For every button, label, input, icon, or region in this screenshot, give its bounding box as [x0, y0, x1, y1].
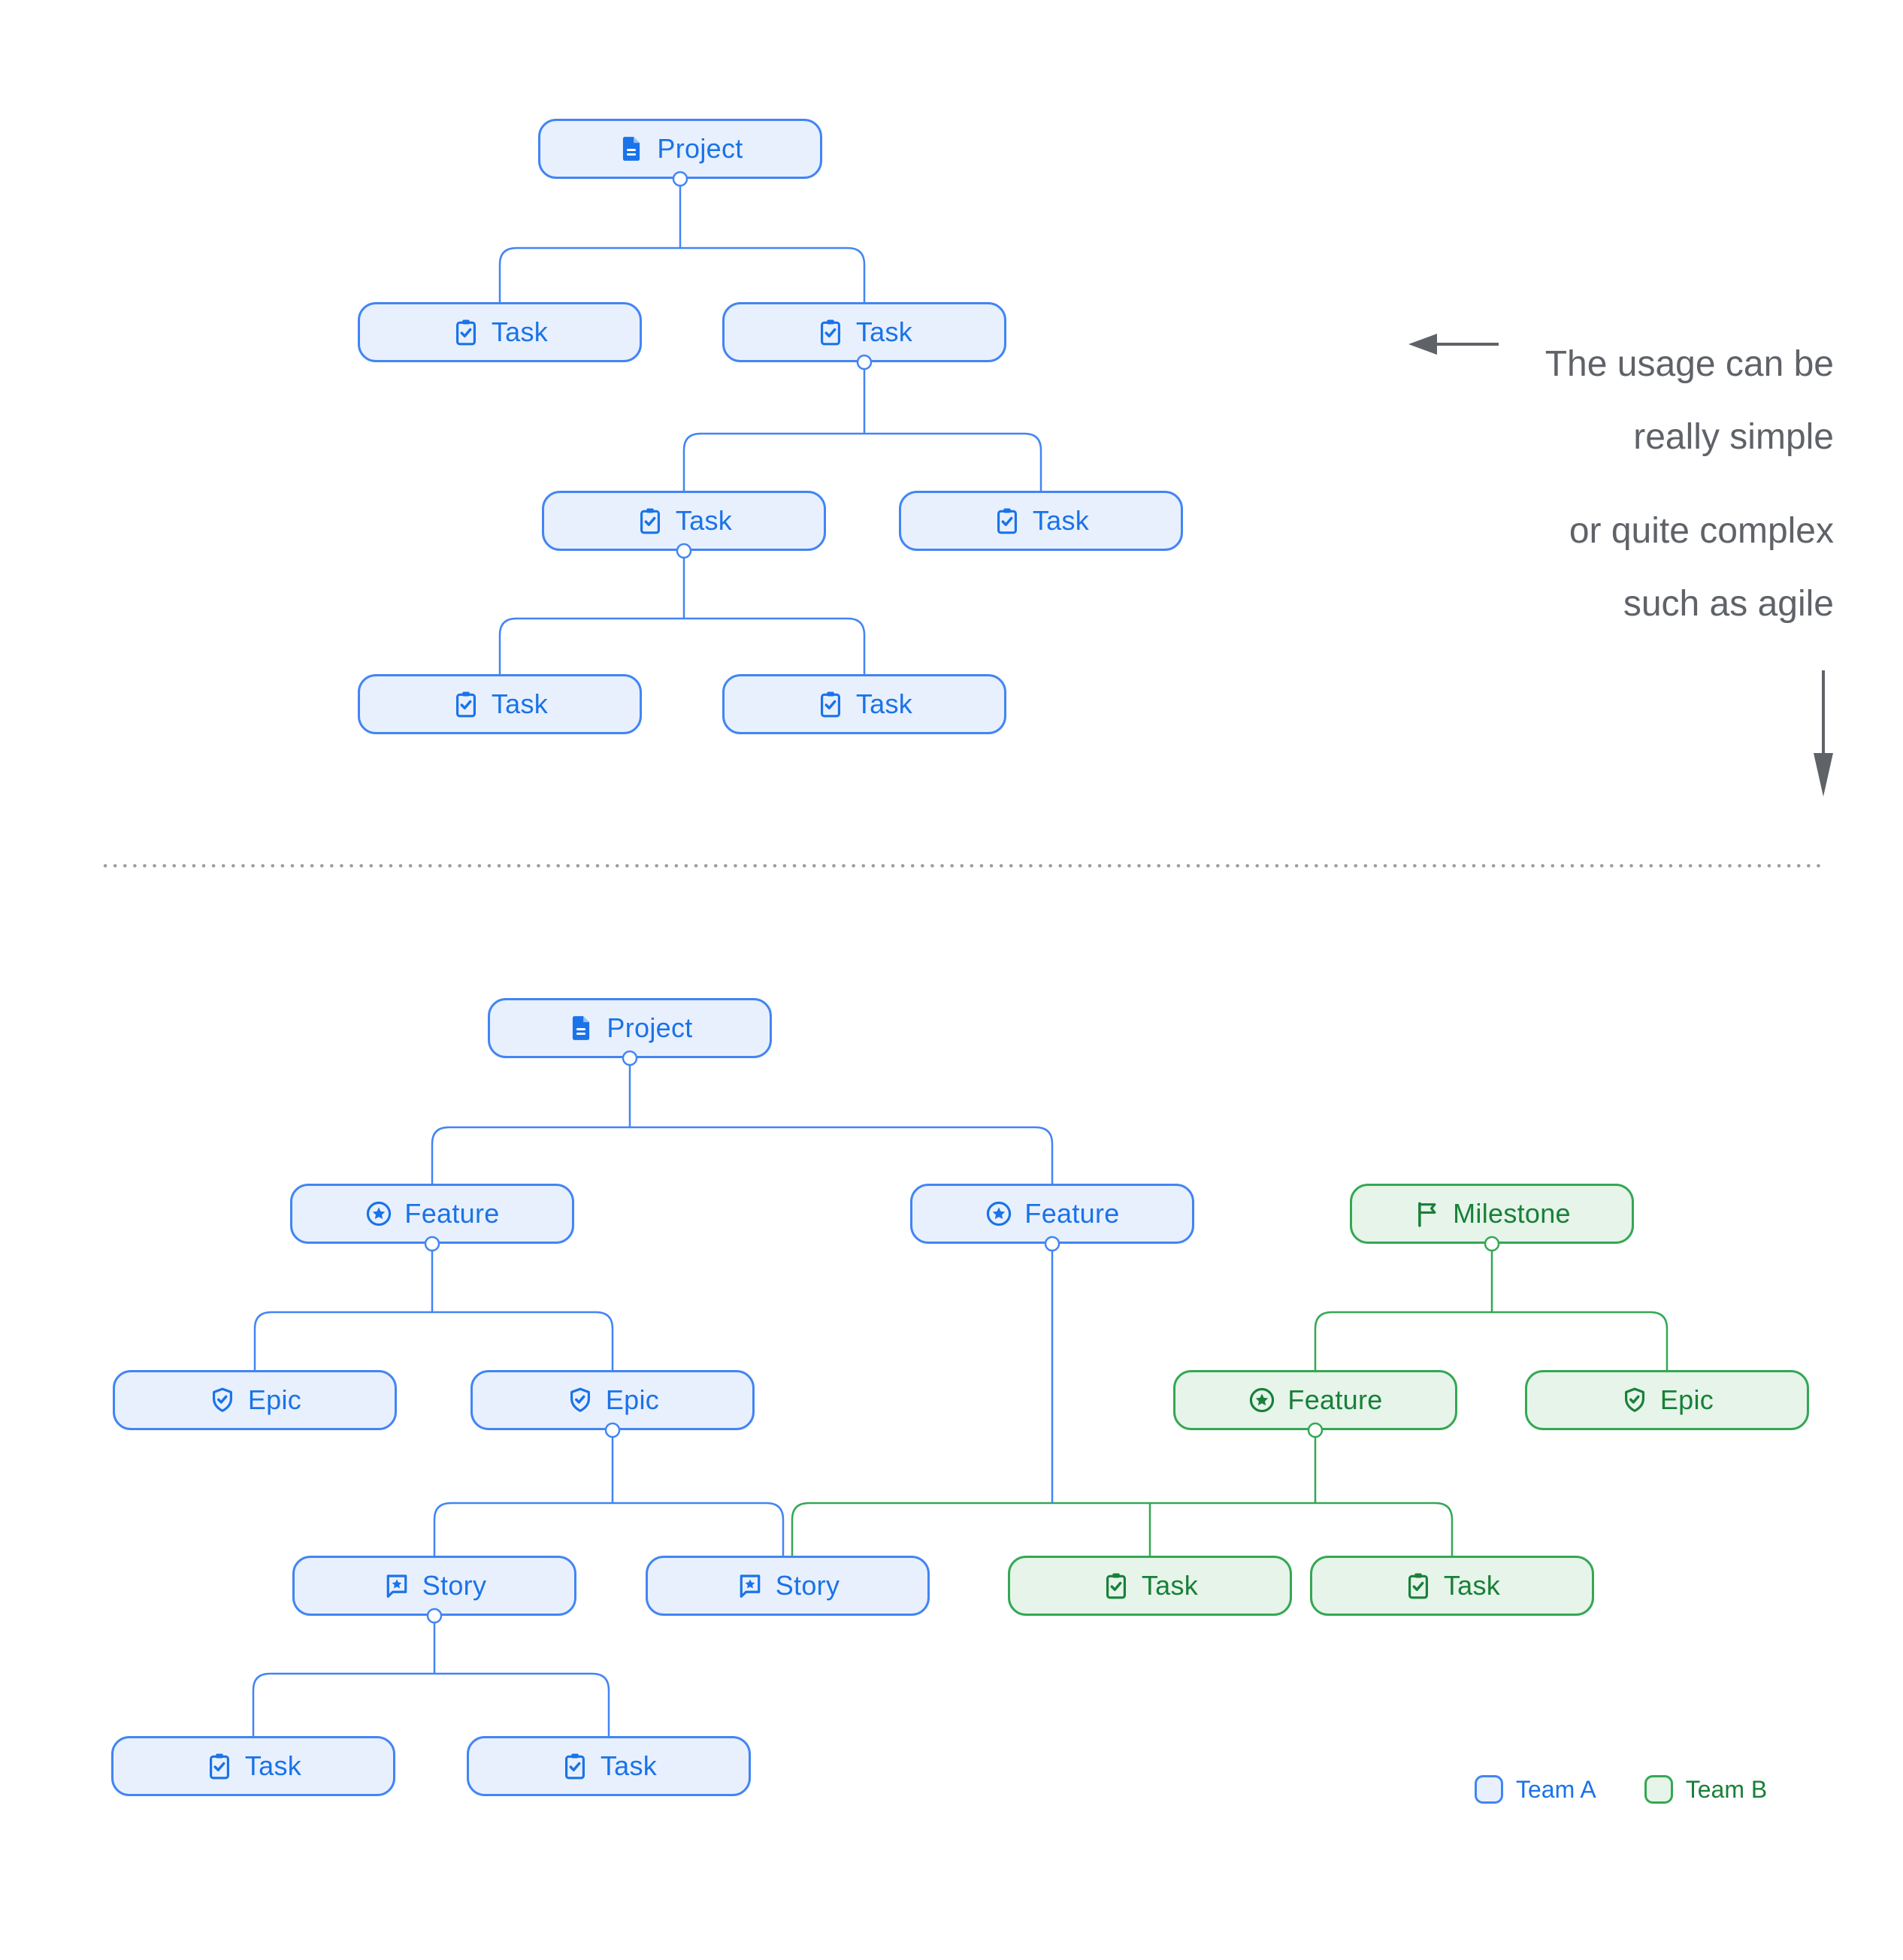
node-task[interactable]: Task: [358, 302, 642, 362]
node-task[interactable]: Task: [722, 674, 1006, 734]
story-icon: [383, 1571, 411, 1600]
node-project[interactable]: Project: [488, 998, 772, 1058]
feature-icon: [1248, 1386, 1276, 1414]
node-label: Task: [1443, 1570, 1501, 1601]
node-label: Task: [491, 316, 549, 347]
feature-icon: [985, 1199, 1013, 1228]
annotation-text: The usage can be really simple or quite …: [1263, 328, 1834, 640]
document-icon: [567, 1014, 595, 1042]
task-icon: [452, 690, 480, 718]
node-label: Milestone: [1453, 1198, 1571, 1229]
legend-label: Team A: [1516, 1775, 1596, 1803]
annotation-line: really simple: [1633, 417, 1834, 457]
node-feature[interactable]: Feature: [290, 1184, 574, 1244]
node-label: Story: [775, 1570, 840, 1601]
left-arrow-icon: [1408, 334, 1499, 355]
task-icon: [561, 1752, 589, 1780]
flag-icon: [1413, 1199, 1442, 1228]
node-label: Task: [855, 316, 913, 347]
node-label: Feature: [1024, 1198, 1120, 1229]
node-task[interactable]: Task: [722, 302, 1006, 362]
node-task[interactable]: Task: [358, 674, 642, 734]
node-label: Project: [657, 133, 743, 164]
annotation-paragraph-simple: The usage can be really simple: [1263, 328, 1834, 473]
epic-icon: [566, 1386, 594, 1414]
epic-icon: [208, 1386, 237, 1414]
task-icon: [636, 507, 664, 535]
legend-label: Team B: [1685, 1775, 1768, 1803]
task-icon: [993, 507, 1021, 535]
task-icon: [816, 318, 845, 346]
legend-item-team-a[interactable]: Team A: [1475, 1775, 1596, 1804]
node-epic[interactable]: Epic: [1525, 1370, 1809, 1430]
node-label: Story: [422, 1570, 487, 1601]
node-story[interactable]: Story: [292, 1556, 576, 1616]
team-a-swatch-icon: [1475, 1775, 1503, 1804]
task-icon: [1404, 1571, 1433, 1600]
node-label: Task: [491, 688, 549, 719]
annotation-line: or quite complex: [1569, 511, 1834, 551]
node-milestone[interactable]: Milestone: [1350, 1184, 1634, 1244]
epic-icon: [1620, 1386, 1649, 1414]
legend-item-team-b[interactable]: Team B: [1644, 1775, 1767, 1804]
node-label: Task: [675, 505, 733, 536]
node-label: Project: [607, 1012, 693, 1043]
node-project[interactable]: Project: [538, 119, 822, 179]
down-arrow-icon: [1814, 670, 1833, 797]
node-label: Task: [1032, 505, 1090, 536]
node-label: Task: [244, 1750, 302, 1781]
node-epic[interactable]: Epic: [113, 1370, 397, 1430]
node-epic[interactable]: Epic: [470, 1370, 755, 1430]
annotation-line: The usage can be: [1544, 344, 1834, 384]
node-label: Feature: [404, 1198, 500, 1229]
node-label: Epic: [605, 1384, 660, 1415]
document-icon: [617, 135, 646, 163]
feature-icon: [365, 1199, 393, 1228]
node-label: Epic: [1659, 1384, 1714, 1415]
node-feature[interactable]: Feature: [910, 1184, 1194, 1244]
node-task[interactable]: Task: [467, 1736, 751, 1796]
node-story[interactable]: Story: [646, 1556, 930, 1616]
node-label: Task: [855, 688, 913, 719]
story-icon: [736, 1571, 764, 1600]
annotation-paragraph-complex: or quite complex such as agile: [1263, 495, 1834, 640]
node-task[interactable]: Task: [1008, 1556, 1292, 1616]
legend: Team A Team B: [1475, 1775, 1767, 1804]
annotation-line: such as agile: [1623, 584, 1834, 624]
node-task[interactable]: Task: [542, 491, 826, 551]
node-label: Feature: [1287, 1384, 1383, 1415]
node-label: Task: [600, 1750, 658, 1781]
node-task[interactable]: Task: [1310, 1556, 1594, 1616]
team-b-swatch-icon: [1644, 1775, 1673, 1804]
node-feature[interactable]: Feature: [1173, 1370, 1457, 1430]
task-icon: [452, 318, 480, 346]
node-task[interactable]: Task: [899, 491, 1183, 551]
task-icon: [816, 690, 845, 718]
task-icon: [205, 1752, 234, 1780]
node-task[interactable]: Task: [111, 1736, 395, 1796]
node-label: Task: [1141, 1570, 1199, 1601]
node-label: Epic: [247, 1384, 302, 1415]
task-icon: [1102, 1571, 1130, 1600]
